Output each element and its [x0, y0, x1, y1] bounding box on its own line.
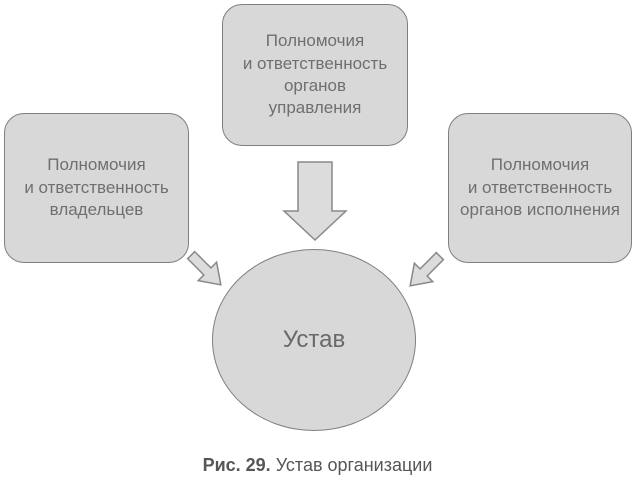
diagram-box-label: Полномочия и ответственность органов упр… — [242, 31, 388, 118]
down-right-arrow-icon — [186, 250, 222, 286]
diagram-ellipse-charter: Устав — [212, 249, 416, 431]
diagram-box-label: Полномочия и ответственность владельцев — [24, 155, 169, 220]
down-left-arrow-icon — [409, 251, 445, 287]
down-arrow-icon — [282, 161, 348, 242]
diagram-box-label: Полномочия и ответственность органов исп… — [460, 155, 620, 220]
figure-caption-text: Устав организации — [275, 455, 433, 475]
diagram-box-owners: Полномочия и ответственность владельцев — [4, 113, 189, 263]
diagram-box-management-bodies: Полномочия и ответственность органов упр… — [222, 4, 408, 146]
figure-caption-number: Рис. 29. — [202, 455, 271, 475]
diagram-ellipse-label: Устав — [282, 326, 346, 353]
diagram-box-execution-bodies: Полномочия и ответственность органов исп… — [448, 113, 632, 263]
figure-caption: Рис. 29.Устав организации — [0, 455, 635, 476]
